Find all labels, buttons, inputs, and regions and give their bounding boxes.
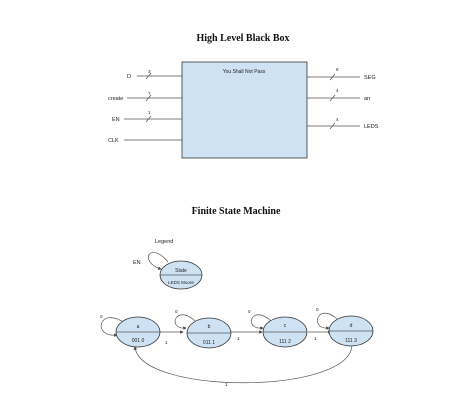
state-c-self-loop-label: 0 <box>248 309 251 314</box>
input-clk-label: CLK <box>108 138 119 144</box>
state-b-self-loop <box>174 314 197 331</box>
fsm-title: Finite State Machine <box>192 206 281 217</box>
state-b-self-loop-label: 0 <box>175 309 178 314</box>
state-b-name: b <box>208 324 211 330</box>
transition-b-c-label: 1 <box>237 336 240 341</box>
output-an-width: 4 <box>336 88 339 93</box>
output-leds-label: LEDS <box>364 124 379 130</box>
output-leds-width: 4 <box>336 117 339 122</box>
state-b: 0 b 011 1 <box>174 309 232 349</box>
state-a-self-loop-label: 0 <box>100 314 103 319</box>
transition-c-d-label: 1 <box>314 336 317 341</box>
black-box-title: High Level Black Box <box>196 33 289 44</box>
state-d-self-loop-label: 0 <box>316 307 319 312</box>
input-d-label: D <box>127 74 131 80</box>
state-a-name: a <box>137 324 140 330</box>
legend-state-label: State <box>175 268 187 274</box>
state-d-name: d <box>350 323 353 329</box>
output-seg-label: SEG <box>364 75 376 81</box>
output-an: 4 an <box>307 88 370 102</box>
input-d-width: 3 <box>148 69 151 74</box>
transition-d-a <box>133 344 353 384</box>
state-d-output: 111 3 <box>345 338 357 344</box>
black-box-label: You Shall Not Pass <box>223 69 266 75</box>
legend-output-label: LEDS Moore <box>168 280 194 285</box>
output-seg: 8 SEG <box>307 67 376 81</box>
input-clk: CLK <box>108 138 182 144</box>
state-c-self-loop <box>251 314 273 331</box>
input-d: D 3 <box>127 69 182 80</box>
state-a: 0 a 001 0 <box>100 314 161 348</box>
input-create-label: create <box>108 96 123 102</box>
output-an-label: an <box>364 96 370 102</box>
state-c-name: c <box>284 323 287 329</box>
input-en-width: 1 <box>148 110 151 115</box>
state-c: 0 c 111 2 <box>248 309 308 348</box>
legend-self-loop-label: EN <box>133 260 141 266</box>
state-d-self-loop <box>316 312 339 331</box>
fsm-legend: Legend EN State LEDS Moore <box>133 239 203 290</box>
state-d: 0 d 111 3 <box>316 307 374 347</box>
transition-d-a-label: 1 <box>225 382 228 387</box>
output-seg-width: 8 <box>336 67 339 72</box>
transition-a-b-label: 1 <box>165 340 168 345</box>
input-en-label: EN <box>112 117 120 123</box>
input-create-width: ? <box>148 91 151 96</box>
state-c-output: 111 2 <box>279 339 291 345</box>
legend-self-loop <box>148 252 169 270</box>
black-box <box>181 61 308 159</box>
output-leds: 4 LEDS <box>307 117 379 130</box>
input-create: create ? <box>108 91 182 102</box>
state-b-output: 011 1 <box>203 340 215 346</box>
legend-title: Legend <box>155 239 173 245</box>
state-a-self-loop <box>100 317 126 338</box>
state-a-output: 001 0 <box>132 338 145 344</box>
input-en: EN 1 <box>112 110 182 123</box>
